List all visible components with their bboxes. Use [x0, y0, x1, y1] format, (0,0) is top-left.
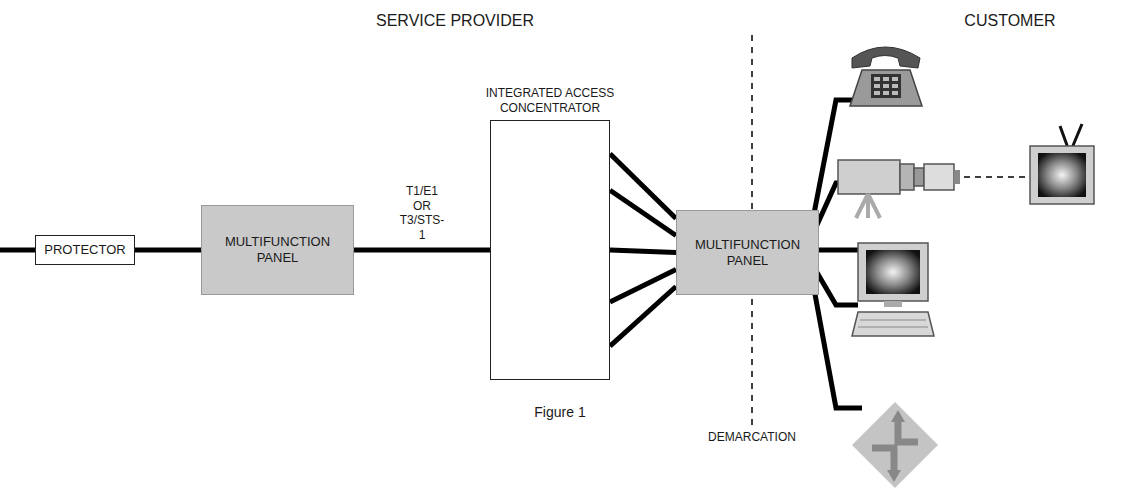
connector-line	[610, 190, 676, 235]
node-heading: INTEGRATED ACCESS CONCENTRATOR	[475, 86, 625, 115]
figure-caption: Figure 1	[534, 404, 585, 420]
connector-line	[610, 287, 676, 347]
node-label: PROTECTOR	[40, 242, 129, 258]
region-label: CUSTOMER	[964, 12, 1055, 30]
multifunction-panel: MULTIFUNCTION PANEL	[676, 210, 819, 295]
television-icon	[1030, 124, 1094, 204]
line-label: T1/E1 OR T3/STS-1	[400, 184, 445, 242]
access-concentrator: INTEGRATED ACCESS CONCENTRATOR	[490, 120, 610, 380]
connector-line	[610, 250, 676, 253]
telephone-icon	[850, 47, 922, 106]
region-label: SERVICE PROVIDER	[376, 12, 534, 30]
incoming-line	[0, 248, 40, 253]
computer-icon	[852, 243, 934, 336]
multifunction-panel: MULTIFUNCTION PANEL	[201, 205, 354, 295]
protector-box: PROTECTOR	[35, 235, 135, 265]
connector-line	[610, 154, 676, 219]
demarcation-label: DEMARCATION	[708, 430, 796, 444]
connector-line	[354, 248, 490, 253]
node-label: MULTIFUNCTION PANEL	[202, 234, 353, 265]
connector-line	[135, 248, 201, 253]
router-icon	[852, 402, 938, 488]
customer-wires	[812, 100, 862, 408]
video-link	[964, 176, 1028, 178]
video-camera-icon	[838, 160, 960, 218]
node-label: MULTIFUNCTION PANEL	[677, 237, 818, 268]
